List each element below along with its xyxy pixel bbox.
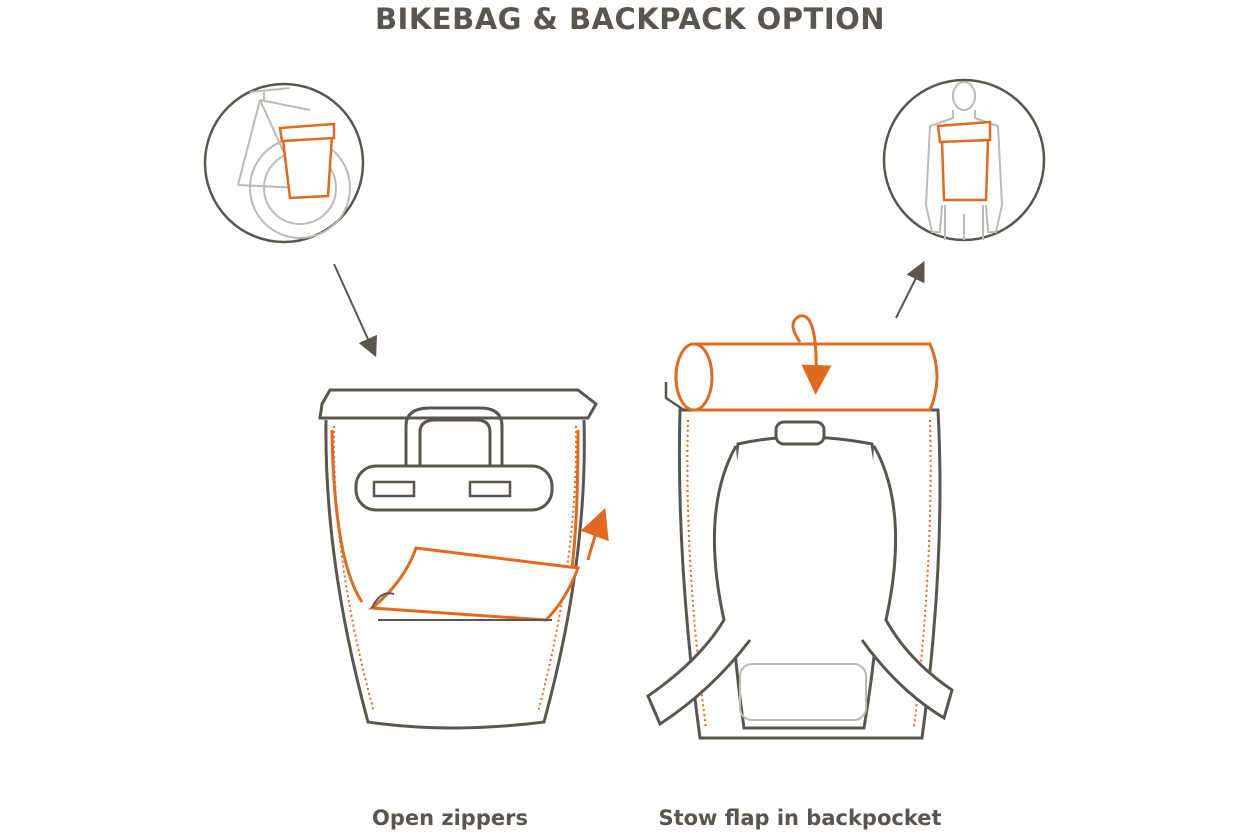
bike-bag-icon [278, 122, 336, 200]
backpack-drawing [646, 342, 954, 740]
orange-roll-arrow [791, 314, 832, 395]
orange-open-arrow [580, 507, 609, 561]
bike-circle [203, 82, 365, 244]
caption-stow-flap: Stow flap in backpocket [658, 806, 942, 830]
bikebag-drawing [318, 388, 598, 730]
caption-open-zippers: Open zippers [372, 806, 528, 830]
arrow-to-person [895, 261, 925, 319]
backpack-circle [882, 78, 1046, 242]
person-backpack-icon [936, 120, 992, 202]
arrow-to-bikebag [333, 263, 377, 358]
diagram-title: BIKEBAG & BACKPACK OPTION [374, 2, 886, 36]
